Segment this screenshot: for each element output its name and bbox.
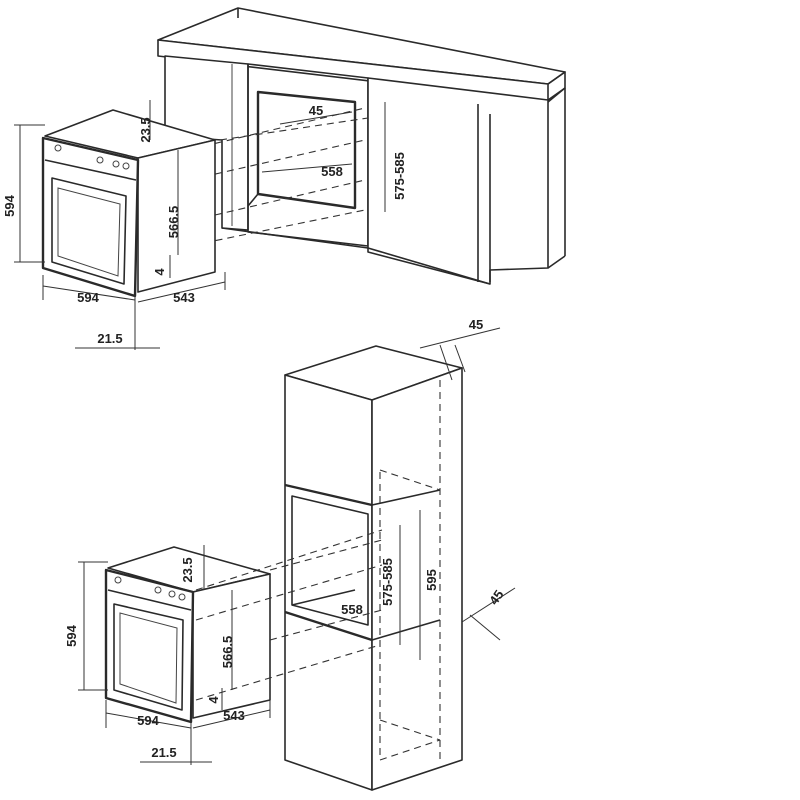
lower-oven-front-depth-label: 21.5: [151, 745, 176, 760]
lower-oven-top-offset-label: 23.5: [180, 557, 195, 582]
upper-cabinet-opening-height-label: 575-585: [392, 152, 407, 200]
lower-oven-bottom-gap-label: 4: [206, 696, 221, 704]
upper-labels: 594 594 543 21.5 23.5 566.5 4 45 558 575…: [2, 103, 407, 346]
upper-oven-height-label: 594: [2, 194, 17, 216]
upper-oven-bottom-gap-label: 4: [152, 268, 167, 276]
lower-column-opening-height-label: 575-585: [380, 558, 395, 606]
lower-column: [284, 327, 516, 791]
lower-column-side-gap-label: 45: [486, 587, 507, 607]
upper-cabinet-opening-depth-label: 558: [321, 164, 343, 179]
upper-oven-top-offset-label: 23.5: [138, 117, 153, 142]
upper-cabinet-rear-gap-label: 45: [309, 103, 323, 118]
upper-oven-depth-label: 543: [173, 290, 195, 305]
lower-oven-width-label: 594: [137, 713, 159, 728]
lower-oven: [78, 529, 383, 765]
lower-oven-height-label: 594: [64, 624, 79, 646]
upper-oven-front-depth-label: 21.5: [97, 331, 122, 346]
upper-oven-width-label: 594: [77, 290, 99, 305]
upper-oven: [14, 100, 226, 350]
upper-cabinet: [144, 7, 566, 285]
lower-oven-body-height-label: 566.5: [220, 636, 235, 669]
lower-oven-depth-label: 543: [223, 708, 245, 723]
upper-oven-body-height-label: 566.5: [166, 206, 181, 239]
lower-column-top-gap-label: 45: [469, 317, 483, 332]
lower-column-opening-depth-label: 558: [341, 602, 363, 617]
lower-labels: 594 594 543 21.5 23.5 566.5 4 45 45 558 …: [64, 317, 507, 760]
lower-column-height-label: 595: [424, 569, 439, 591]
